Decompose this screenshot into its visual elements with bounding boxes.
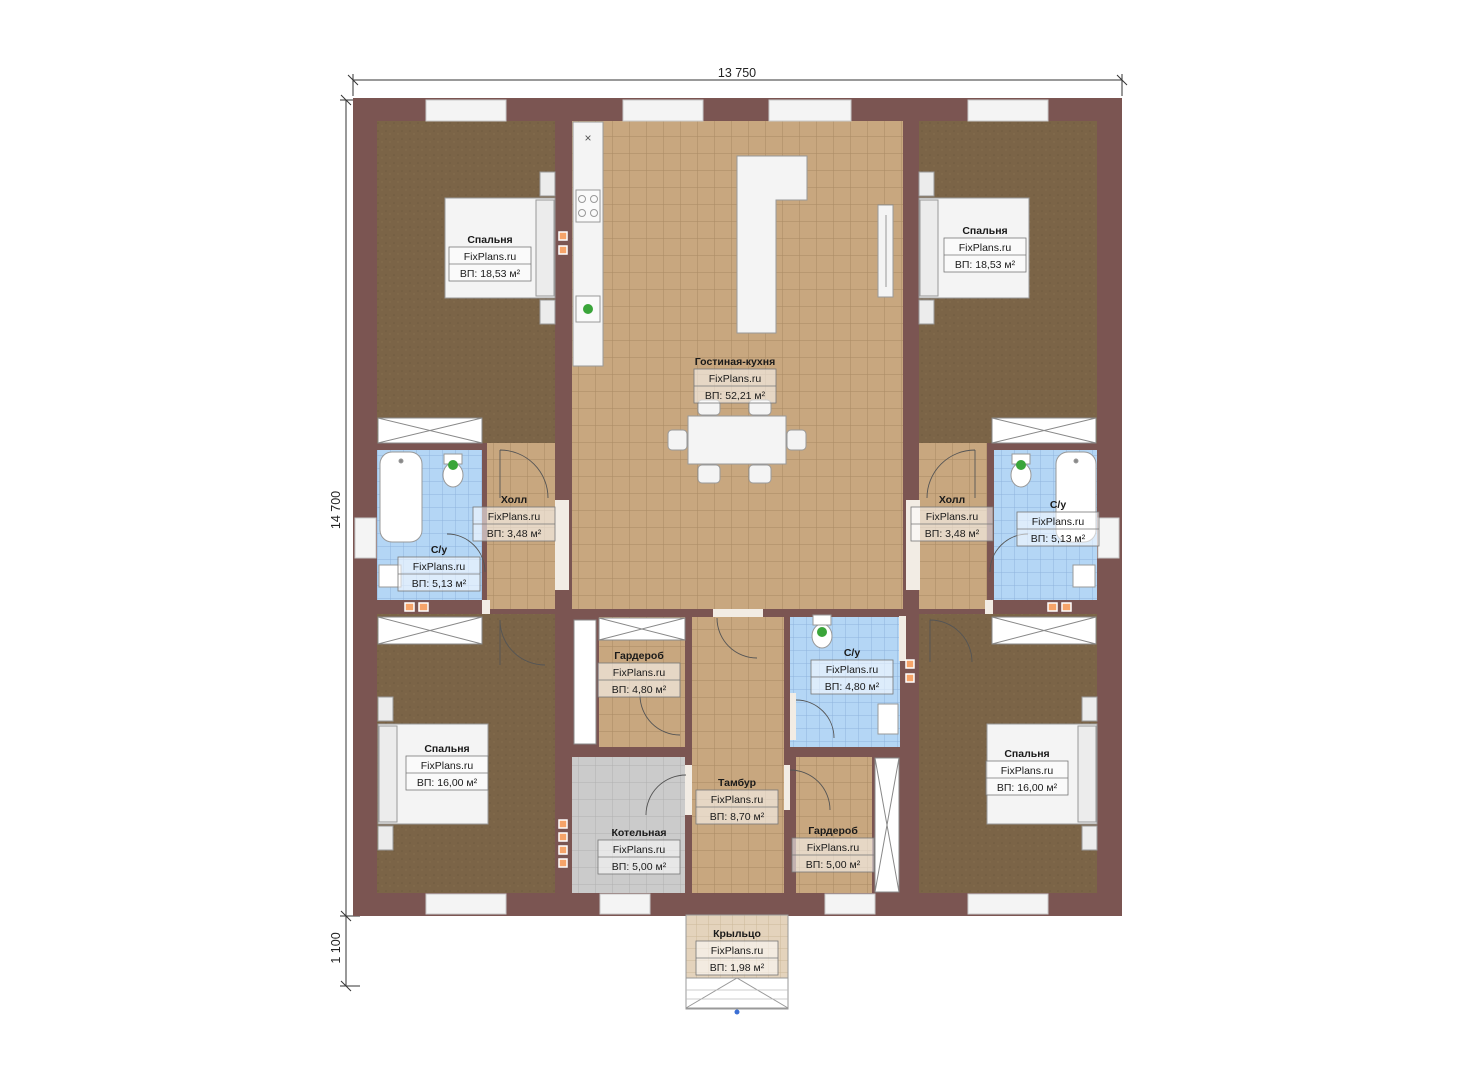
svg-text:×: × xyxy=(584,131,591,145)
floor-vestibule xyxy=(692,617,784,893)
room-area: ВП: 18,53 м² xyxy=(955,259,1016,271)
room-site: FixPlans.ru xyxy=(464,251,517,263)
room-site: FixPlans.ru xyxy=(711,945,764,957)
room-site: FixPlans.ru xyxy=(959,242,1012,254)
room-name: Холл xyxy=(501,494,527,506)
room-area: ВП: 5,00 м² xyxy=(806,859,861,871)
room-site: FixPlans.ru xyxy=(1032,516,1085,528)
room-name: Котельная xyxy=(612,827,667,839)
room-name: С/у xyxy=(844,647,861,659)
dimension-porch: 1 100 xyxy=(329,932,343,963)
room-area: ВП: 1,98 м² xyxy=(710,962,765,974)
room-name: Гардероб xyxy=(614,650,664,662)
room-name: Гостиная-кухня xyxy=(695,356,775,368)
closets xyxy=(377,417,1097,893)
room-area: ВП: 18,53 м² xyxy=(460,268,521,280)
room-site: FixPlans.ru xyxy=(613,844,666,856)
room-site: FixPlans.ru xyxy=(488,511,541,523)
room-area: ВП: 3,48 м² xyxy=(487,528,542,540)
room-site: FixPlans.ru xyxy=(413,561,466,573)
room-name: Холл xyxy=(939,494,965,506)
room-name: Спальня xyxy=(962,225,1007,237)
room-name: С/у xyxy=(1050,499,1067,511)
dimension-lines xyxy=(340,74,1128,992)
room-area: ВП: 5,13 м² xyxy=(412,578,467,590)
room-site: FixPlans.ru xyxy=(709,373,762,385)
room-site: FixPlans.ru xyxy=(807,842,860,854)
sofa xyxy=(736,155,894,334)
room-area: ВП: 5,00 м² xyxy=(612,861,667,873)
room-site: FixPlans.ru xyxy=(826,664,879,676)
room-name: Спальня xyxy=(467,234,512,246)
room-site: FixPlans.ru xyxy=(711,794,764,806)
room-area: ВП: 4,80 м² xyxy=(612,684,667,696)
room-name: С/у xyxy=(431,544,448,556)
room-area: ВП: 5,13 м² xyxy=(1031,533,1086,545)
room-site: FixPlans.ru xyxy=(613,667,666,679)
room-name: Тамбур xyxy=(718,777,756,789)
room-site: FixPlans.ru xyxy=(1001,765,1054,777)
dining-table xyxy=(667,399,807,484)
room-name: Спальня xyxy=(1004,748,1049,760)
dimension-width: 13 750 xyxy=(718,66,756,80)
room-site: FixPlans.ru xyxy=(926,511,979,523)
door-swings xyxy=(446,449,1029,816)
kitchen-counter: × xyxy=(572,121,604,367)
radiators xyxy=(404,231,1072,868)
room-area: ВП: 52,21 м² xyxy=(705,390,766,402)
windows xyxy=(354,99,1120,915)
room-site: FixPlans.ru xyxy=(421,760,474,772)
room-area: ВП: 4,80 м² xyxy=(825,681,880,693)
room-name: Крыльцо xyxy=(713,928,761,940)
room-area: ВП: 16,00 м² xyxy=(997,782,1058,794)
room-area: ВП: 16,00 м² xyxy=(417,777,478,789)
room-area: ВП: 8,70 м² xyxy=(710,811,765,823)
dimension-height: 14 700 xyxy=(329,491,343,529)
room-name: Гардероб xyxy=(808,825,858,837)
room-area: ВП: 3,48 м² xyxy=(925,528,980,540)
room-name: Спальня xyxy=(424,743,469,755)
